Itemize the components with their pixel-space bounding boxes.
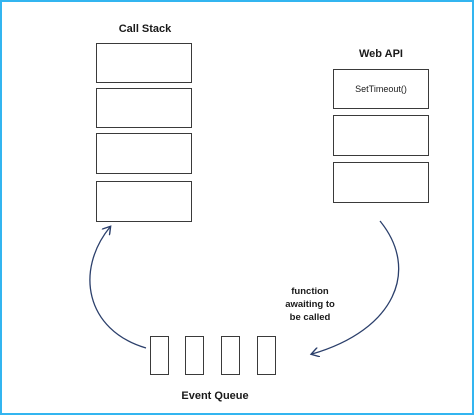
call-stack-slot-4 (96, 181, 192, 222)
event-queue-slot-2 (185, 336, 204, 375)
web-api-slot-1: SetTimeout() (333, 69, 429, 109)
call-stack-slot-1 (96, 43, 192, 83)
web-api-slot-3 (333, 162, 429, 203)
event-queue-slot-3 (221, 336, 240, 375)
call-stack-slot-2 (96, 88, 192, 128)
event-queue-slot-1 (150, 336, 169, 375)
web-api-slot-2 (333, 115, 429, 156)
note-line-1: function (291, 286, 329, 297)
event-queue-slot-4 (257, 336, 276, 375)
web-api-title: Web API (358, 48, 403, 60)
note-line-2: awaiting to (285, 299, 335, 310)
call-stack-slot-3 (96, 133, 192, 174)
web-api-to-event-queue-arrow (312, 220, 400, 354)
function-awaiting-note: function awaiting to be called (272, 285, 348, 324)
event-queue-title: Event Queue (181, 390, 249, 402)
event-queue-to-call-stack-arrow (89, 227, 147, 349)
note-line-3: be called (289, 312, 331, 323)
web-api-slot-1-label: SetTimeout() (355, 84, 407, 94)
call-stack-title: Call Stack (118, 23, 172, 35)
